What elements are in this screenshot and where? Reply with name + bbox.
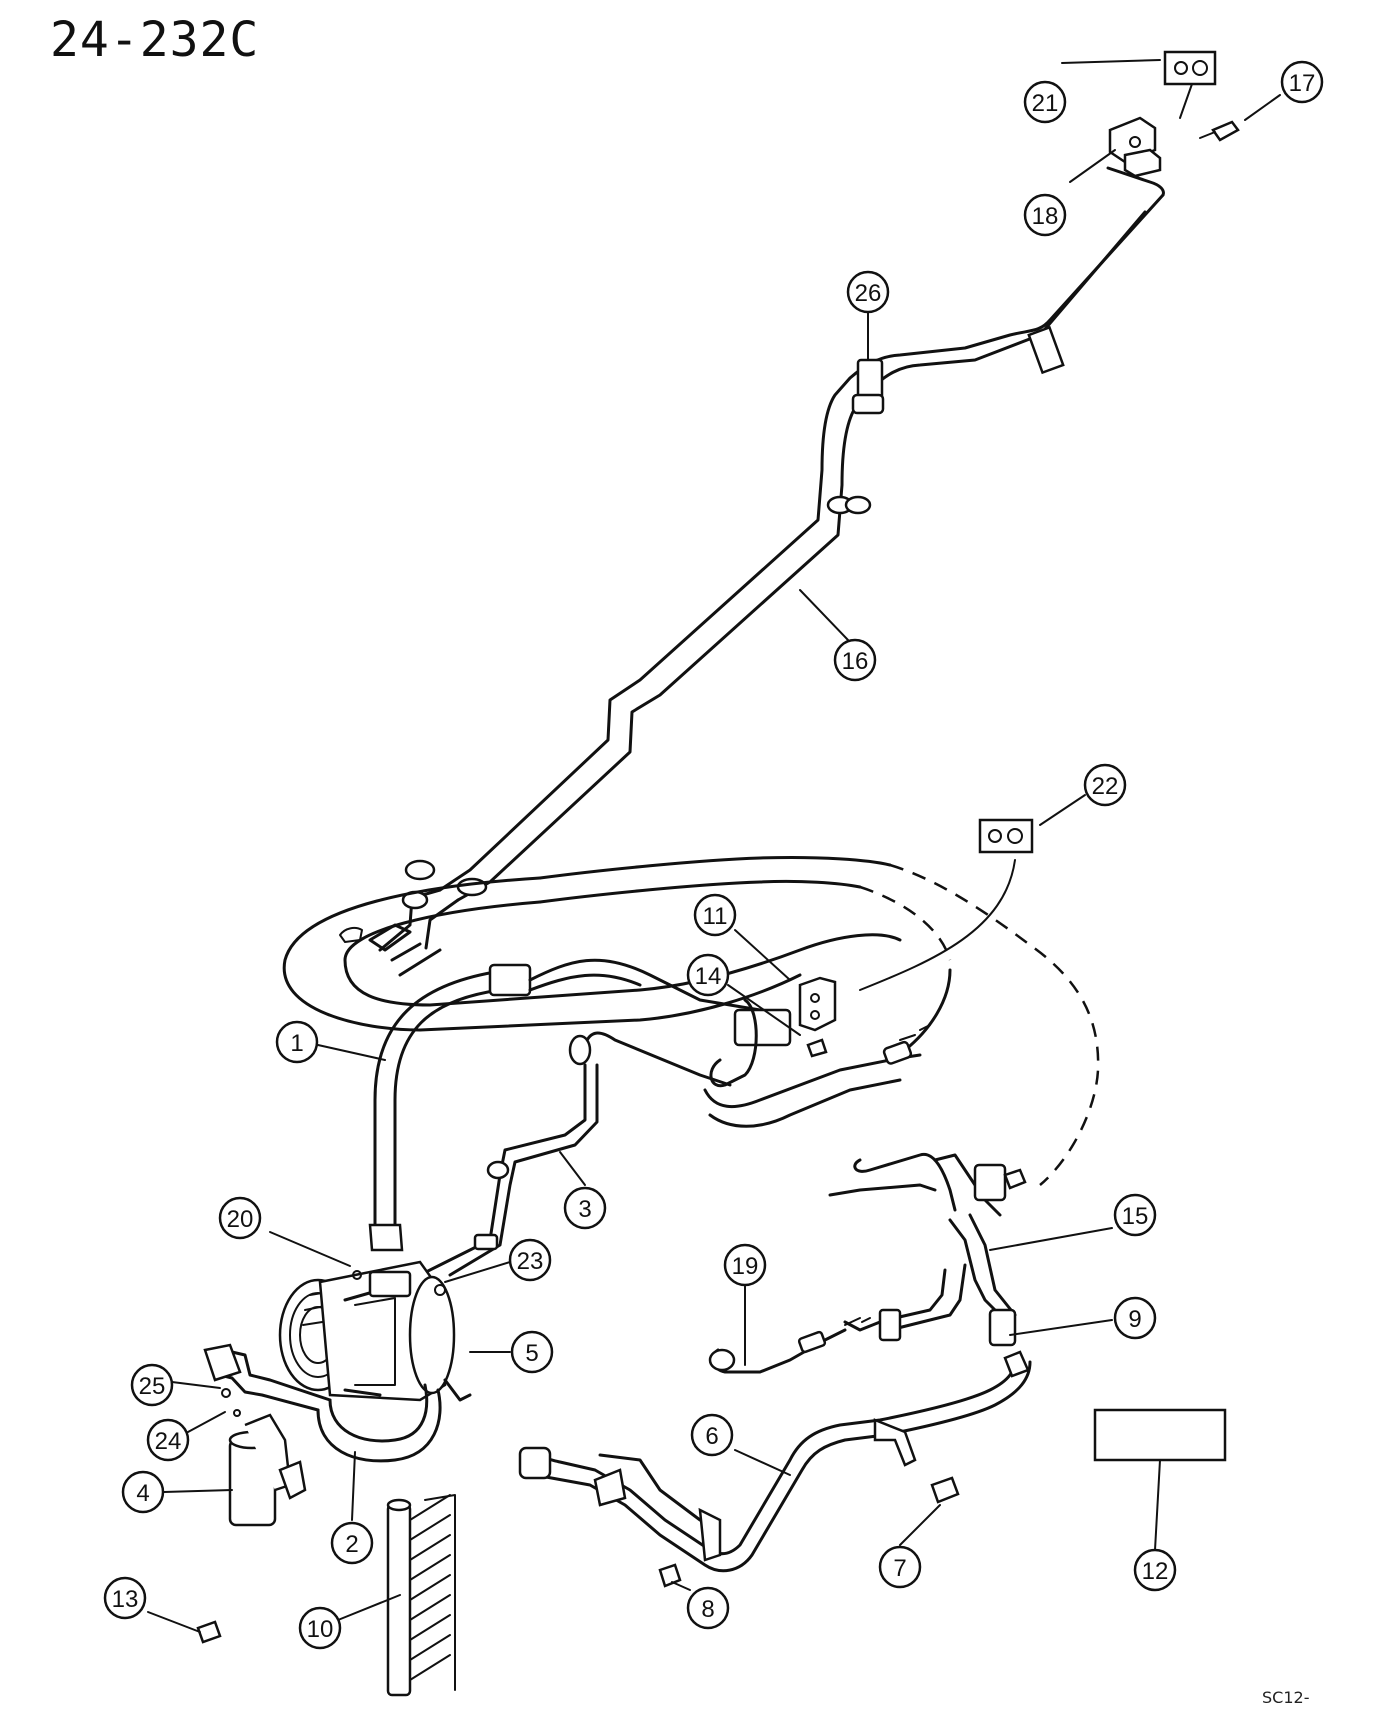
svg-text:5: 5: [525, 1340, 538, 1367]
svg-text:16: 16: [842, 648, 869, 675]
callouts: 1 2 3 4 5 6 7 8 9 10 11 12 13 14 15 16 1…: [103, 60, 1324, 1650]
loop-top-edge: [538, 855, 892, 880]
callout-11: 11: [693, 893, 737, 937]
callout-5: 5: [510, 1330, 554, 1374]
svg-text:19: 19: [732, 1253, 759, 1280]
svg-text:10: 10: [307, 1616, 334, 1643]
svg-text:2: 2: [345, 1531, 358, 1558]
svg-text:18: 18: [1032, 203, 1059, 230]
callout-22: 22: [1083, 763, 1127, 807]
svg-text:22: 22: [1092, 773, 1119, 800]
callout-2: 2: [330, 1521, 374, 1565]
callout-8: 8: [686, 1586, 730, 1630]
line-15: [828, 1152, 1027, 1347]
callout-24: 24: [146, 1418, 190, 1462]
svg-text:12: 12: [1142, 1558, 1169, 1585]
label-12: [1093, 1408, 1227, 1462]
valve-fitting-26: [851, 393, 885, 415]
svg-text:24: 24: [155, 1428, 182, 1455]
diagram-code: 24-232C: [50, 12, 260, 68]
svg-text:25: 25: [139, 1373, 166, 1400]
svg-text:17: 17: [1289, 70, 1316, 97]
tube-clip-16: [1027, 325, 1065, 375]
svg-text:13: 13: [112, 1586, 139, 1613]
callout-23: 23: [508, 1238, 552, 1282]
hose-2: [203, 1343, 442, 1463]
bolt-7: [930, 1476, 960, 1504]
gasket-22-group: [978, 818, 1034, 854]
callout-26: 26: [846, 270, 890, 314]
hose-manifold-group: [703, 976, 931, 1128]
svg-text:21: 21: [1032, 90, 1059, 117]
callout-14: 14: [686, 953, 730, 997]
callout-17: 17: [1280, 60, 1324, 104]
callout-10: 10: [298, 1606, 342, 1650]
line-3: [408, 1031, 732, 1282]
compressor-5: [278, 1260, 472, 1402]
callout-21: 21: [1023, 80, 1067, 124]
dashed-route-15: [889, 863, 1100, 1186]
callout-12: 12: [1133, 1548, 1177, 1592]
svg-text:8: 8: [701, 1596, 714, 1623]
callout-1: 1: [275, 1020, 319, 1064]
callout-18: 18: [1023, 193, 1067, 237]
svg-text:23: 23: [517, 1248, 544, 1275]
hose-1: [368, 958, 792, 1252]
loop-inner-edge: [343, 900, 902, 1007]
line-16-tube: [339, 166, 1165, 977]
block-11: [798, 976, 837, 1032]
svg-text:3: 3: [578, 1196, 591, 1223]
fitting-9: [988, 1308, 1017, 1347]
svg-text:7: 7: [893, 1555, 906, 1582]
callout-4: 4: [121, 1470, 165, 1514]
corner-code: SC12-: [1262, 1688, 1310, 1707]
svg-text:4: 4: [136, 1480, 149, 1507]
callout-6: 6: [690, 1413, 734, 1457]
gasket-21-port-b: [1192, 60, 1208, 76]
oring-23: [434, 1284, 446, 1296]
fitting-25: [203, 1343, 242, 1382]
callout-16: 16: [833, 638, 877, 682]
callout-3: 3: [563, 1186, 607, 1230]
loop-right-end: [903, 968, 952, 1052]
callout-7: 7: [878, 1545, 922, 1589]
screw-17: [1211, 120, 1240, 142]
line-16-flange: [1123, 148, 1162, 178]
svg-text:26: 26: [855, 280, 882, 307]
svg-text:11: 11: [703, 903, 728, 930]
gasket-22: [978, 818, 1034, 854]
loop-outer-edge: [282, 876, 802, 1032]
callout-9: 9: [1113, 1296, 1157, 1340]
expansion-valve-assembly: [1108, 50, 1240, 178]
svg-text:9: 9: [1128, 1306, 1141, 1333]
svg-text:1: 1: [290, 1030, 303, 1057]
tube-joint-16b: [844, 495, 872, 515]
svg-text:14: 14: [695, 963, 722, 990]
callout-15: 15: [1113, 1193, 1157, 1237]
bolt-8: [658, 1563, 682, 1588]
callout-13: 13: [103, 1576, 147, 1620]
svg-text:15: 15: [1122, 1203, 1149, 1230]
svg-text:20: 20: [227, 1206, 254, 1233]
tube-end-fitting-a: [404, 859, 436, 881]
screw-14: [806, 1038, 828, 1058]
svg-text:6: 6: [705, 1423, 718, 1450]
sensor-19: [708, 1317, 871, 1374]
line-6: [518, 1350, 1032, 1573]
gasket-21-port-a: [1174, 61, 1188, 75]
oring-20: [352, 1270, 362, 1280]
callout-20: 20: [218, 1196, 262, 1240]
receiver-drier-4: [228, 1413, 307, 1527]
callout-25: 25: [130, 1363, 174, 1407]
callout-19: 19: [723, 1243, 767, 1287]
bolt-13: [196, 1620, 222, 1644]
leader-lines: [147, 59, 1281, 1633]
